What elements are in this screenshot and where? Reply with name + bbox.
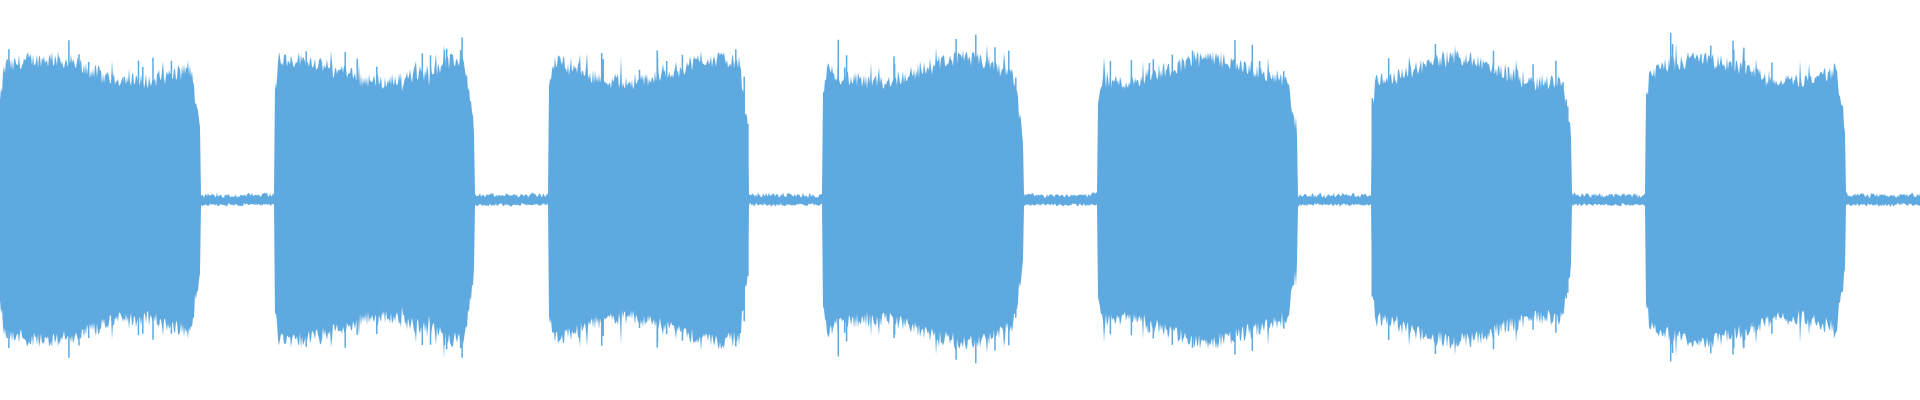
waveform-bursts — [0, 32, 1920, 364]
waveform-path — [0, 41, 1920, 359]
